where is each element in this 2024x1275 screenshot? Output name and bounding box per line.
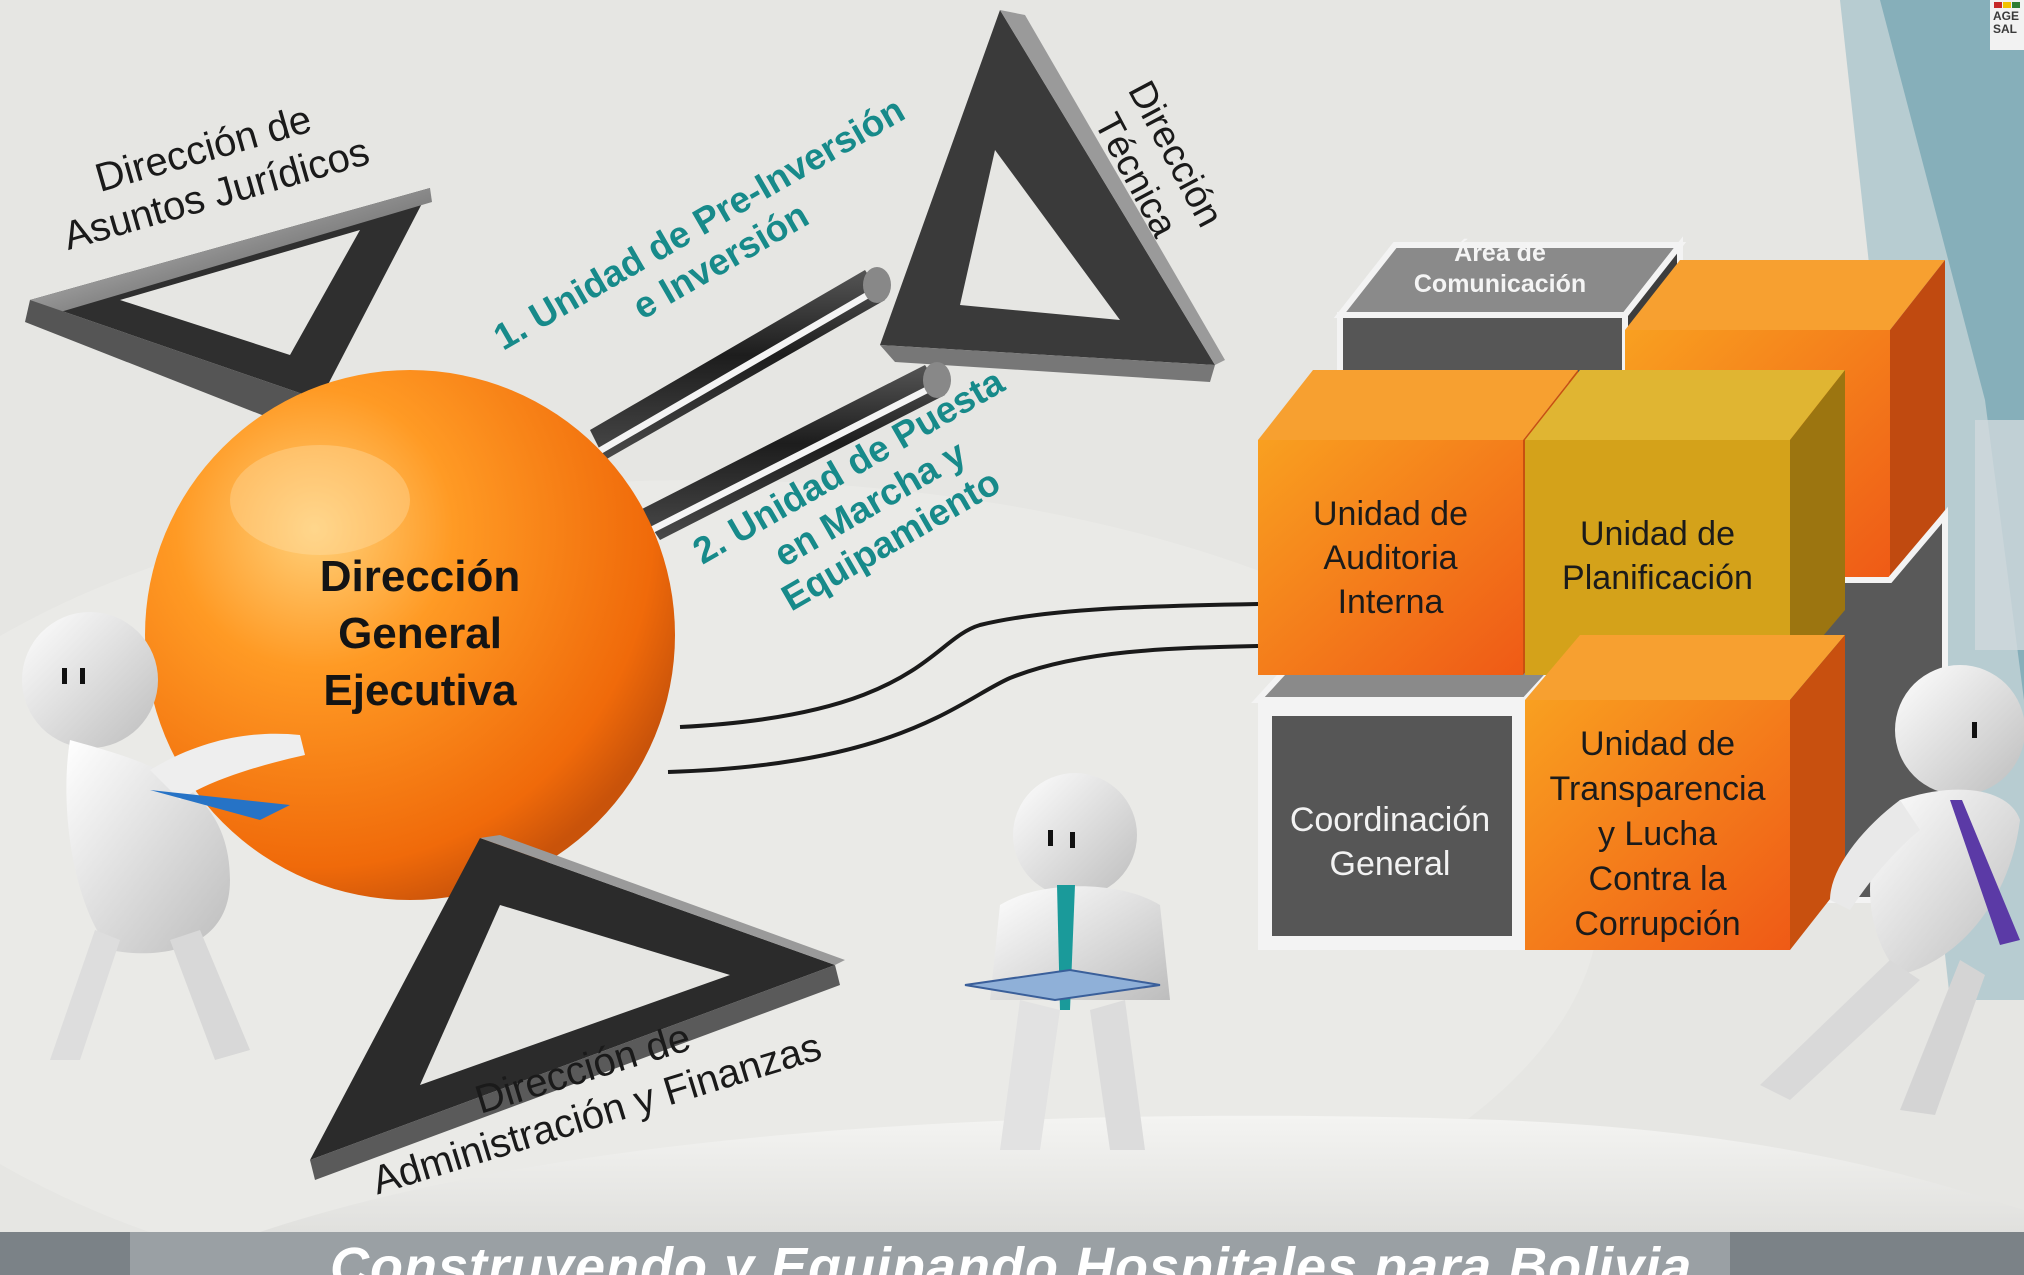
cube-assembly <box>1251 236 1948 950</box>
block-comunicacion-line1: Área de <box>1454 239 1546 267</box>
block-transparencia-line4: Contra la <box>1588 859 1727 898</box>
sphere-direccion-general <box>145 370 675 900</box>
label-direccion-general: Dirección General Ejecutiva <box>270 548 570 720</box>
block-transparencia-line1: Unidad de <box>1579 725 1735 763</box>
link-line-1 <box>679 602 1259 729</box>
triangle-tecnica <box>880 10 1225 382</box>
figure-reading <box>964 773 1170 1150</box>
figure-pushing-cube <box>1760 665 2024 1115</box>
block-coordinacion-line1: Coordinación <box>1289 801 1491 839</box>
block-transparencia-line2: Transparencia <box>1549 769 1766 808</box>
connector-bars <box>590 267 951 540</box>
label-direccion-general-line2: General <box>338 609 502 659</box>
block-planificacion-line2: Planificación <box>1562 559 1753 598</box>
logo <box>1990 0 2024 50</box>
block-comunicacion: Área de Comunicación <box>1385 238 1615 301</box>
link-line-2 <box>667 644 1259 774</box>
block-planificacion-line1: Unidad de <box>1579 515 1735 553</box>
block-auditoria-line1: Unidad de <box>1312 495 1468 533</box>
block-coordinacion: Coordinación General <box>1265 798 1515 886</box>
block-auditoria: Unidad de Auditoria Interna <box>1258 492 1523 625</box>
triangle-administracion <box>310 835 845 1180</box>
label-direccion-general-line1: Dirección <box>319 552 521 601</box>
triangle-juridicos <box>25 188 432 430</box>
label-direccion-general-line3: Ejecutiva <box>323 666 517 716</box>
block-transparencia: Unidad de Transparencia y Lucha Contra l… <box>1515 722 1800 946</box>
figure-pushing <box>22 612 305 1060</box>
block-transparencia-line3: y Lucha <box>1597 814 1718 853</box>
block-coordinacion-line2: General <box>1329 845 1451 884</box>
footer-tagline: Construyendo y Equipando Hospitales para… <box>330 1237 1693 1275</box>
block-auditoria-line3: Interna <box>1337 583 1444 622</box>
block-transparencia-line5: Corrupción <box>1574 904 1741 943</box>
block-planificacion: Unidad de Planificación <box>1525 512 1790 600</box>
block-auditoria-line2: Auditoria <box>1323 539 1458 578</box>
block-comunicacion-line2: Comunicación <box>1413 270 1587 299</box>
logo-text: AGE SAL <box>1993 9 2020 36</box>
